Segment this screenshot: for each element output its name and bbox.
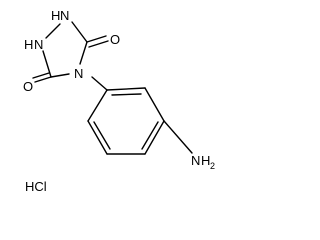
bond-c3-n4 [50, 73, 70, 78]
atom-n2: N [34, 37, 43, 52]
bond-ar-3-4 [144, 120, 165, 155]
triazolidine-ring [42, 21, 88, 78]
bond-c5-o1-a [86, 35, 107, 43]
bond-c5-n1 [71, 21, 88, 43]
bond-n2-c3 [42, 50, 52, 78]
atom-o1: O [110, 32, 120, 47]
bond-n1-n2 [45, 23, 61, 39]
bond-ar-1-2 [106, 87, 146, 91]
atom-amine-h: H [201, 153, 210, 168]
atom-n1-h: H [51, 8, 60, 23]
bond-ar-amine [163, 120, 193, 154]
salt-label: HCl [25, 179, 47, 194]
bond-c5-o1-b [88, 40, 109, 48]
atom-n4: N [74, 66, 83, 81]
bond-ar-5-6 [87, 120, 108, 155]
bond-c3-o2-a [34, 76, 52, 83]
atom-amine-h-subscript: 2 [210, 161, 215, 171]
carbonyl-bonds [32, 35, 109, 83]
bond-ar-inner-a [111, 93, 142, 96]
atom-n1: N [60, 8, 69, 23]
atom-amine-n: N [191, 153, 200, 168]
phenyl-ring [87, 87, 165, 155]
bond-ar-2-3 [144, 87, 165, 122]
bond-c3-o2-b [32, 72, 50, 79]
bond-ar-inner-b [141, 121, 159, 150]
atom-labels: H N H N N O O N H 2 [23, 8, 215, 171]
atom-o2: O [23, 79, 33, 94]
bond-ar-6-1 [87, 89, 108, 122]
atom-n2-h: H [24, 37, 33, 52]
bond-n4-c5 [79, 41, 88, 65]
bond-n4-phenyl [91, 76, 108, 91]
bond-ar-inner-c [93, 121, 111, 150]
chemical-structure: H N H N N O O N H 2 HCl [23, 8, 215, 194]
